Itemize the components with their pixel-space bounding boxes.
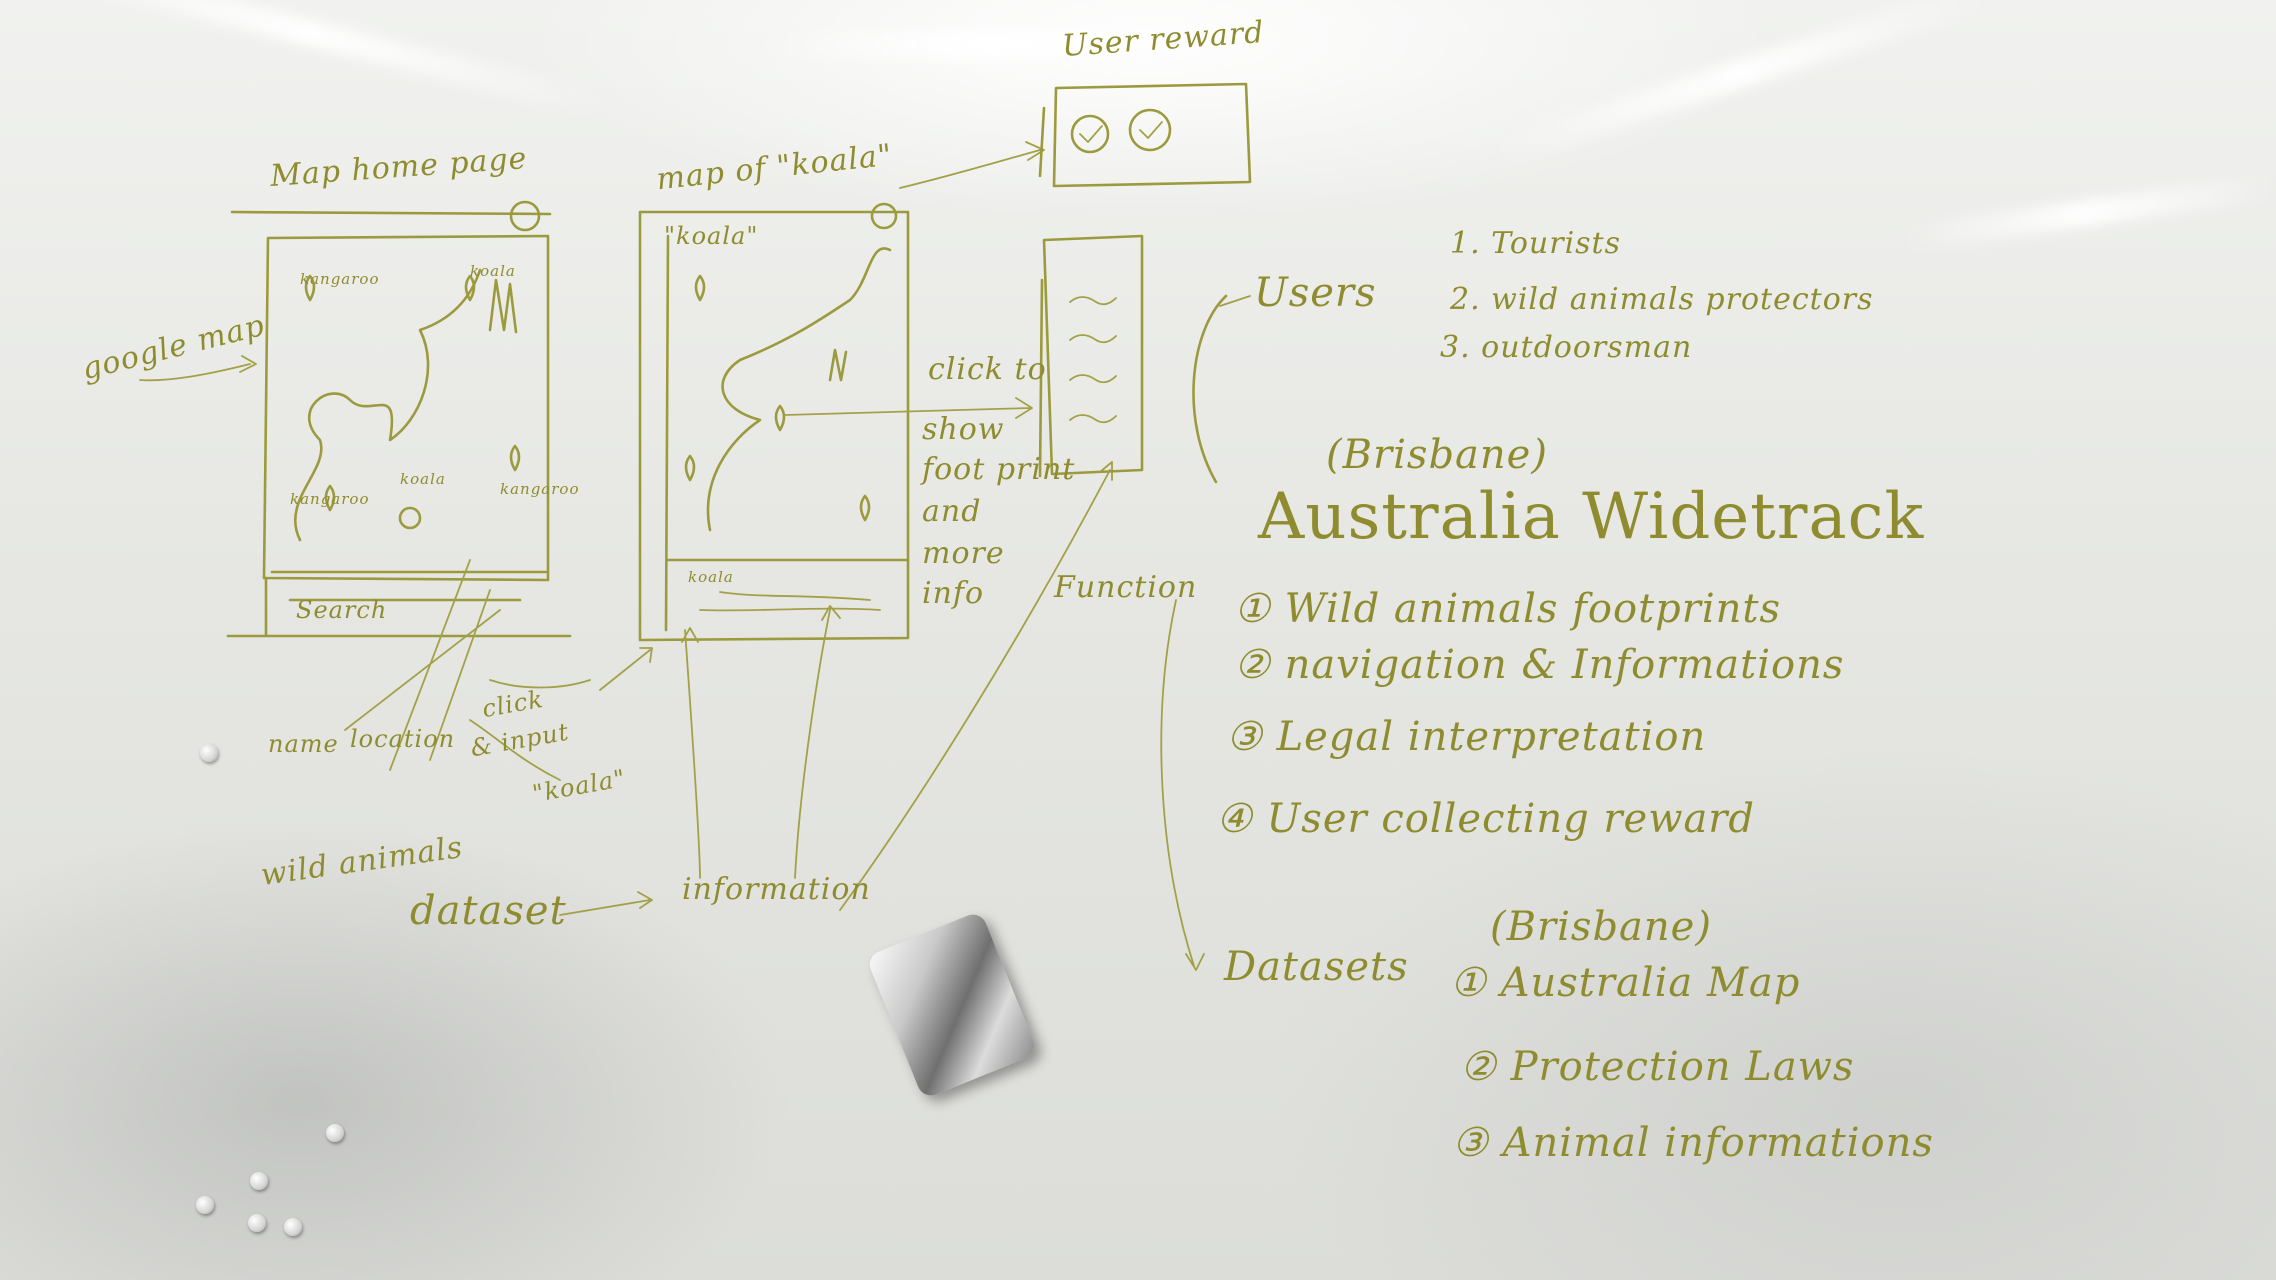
info-arrow-up bbox=[681, 627, 701, 879]
footprint-marks bbox=[488, 278, 518, 334]
function-label: Function bbox=[1054, 570, 1198, 605]
map-pin-label: kangaroo bbox=[500, 480, 580, 498]
users-heading: Users bbox=[1254, 270, 1377, 316]
function-phone-edge bbox=[1038, 278, 1044, 478]
ceiling-light-glare bbox=[760, 30, 1220, 60]
note-line: click to bbox=[928, 352, 1047, 387]
list-item-marks bbox=[1069, 296, 1117, 424]
map-pin-icon bbox=[509, 444, 521, 472]
magnet[interactable] bbox=[284, 1218, 302, 1236]
annotation-curves bbox=[469, 679, 591, 781]
magnet[interactable] bbox=[326, 1124, 344, 1142]
note-line: foot print bbox=[922, 452, 1076, 487]
badge-icon bbox=[1070, 114, 1110, 154]
function-item: ② navigation & Informations bbox=[1234, 642, 1845, 688]
function-item: ③ Legal interpretation bbox=[1226, 714, 1707, 760]
koala-search-value: "koala" bbox=[664, 222, 759, 250]
note-name: name bbox=[268, 730, 339, 758]
koala-frame-inner bbox=[664, 234, 670, 632]
search-label: Search bbox=[296, 596, 388, 624]
note-line: show bbox=[922, 412, 1005, 447]
note-line: more bbox=[922, 536, 1005, 571]
profile-icon bbox=[870, 202, 898, 230]
profile-icon bbox=[509, 200, 541, 232]
home-frame-base bbox=[226, 576, 572, 638]
dataset-item: ② Protection Laws bbox=[1460, 1044, 1855, 1090]
reward-box-edge bbox=[1038, 106, 1046, 178]
map-pin-icon bbox=[774, 404, 786, 432]
function-item: ① Wild animals footprints bbox=[1234, 586, 1782, 632]
users-arrow bbox=[1219, 295, 1251, 307]
users-item: 2. wild animals protectors bbox=[1450, 282, 1874, 317]
map-pin-icon bbox=[304, 274, 316, 302]
info-arrow-up-2 bbox=[794, 605, 841, 879]
koala-list-lines bbox=[699, 591, 881, 612]
reward-box bbox=[1052, 82, 1252, 188]
dataset-item: ① Australia Map bbox=[1450, 960, 1801, 1006]
user-location-icon bbox=[398, 506, 422, 530]
users-item: 3. outdoorsman bbox=[1440, 330, 1693, 365]
datasets-heading: Datasets bbox=[1224, 944, 1409, 990]
map-pin-icon bbox=[694, 274, 706, 302]
magnet[interactable] bbox=[248, 1214, 266, 1232]
map-pin-icon bbox=[464, 274, 476, 302]
dataset-note: dataset bbox=[410, 888, 567, 934]
map-pin-label: koala bbox=[470, 262, 516, 280]
home-frame-top-line bbox=[230, 210, 552, 216]
show-footprint-arrow bbox=[784, 397, 1033, 419]
map-pin-icon bbox=[859, 494, 871, 522]
footprint-marks bbox=[828, 348, 848, 382]
note-line: info bbox=[922, 576, 985, 611]
note-line: and bbox=[922, 494, 982, 529]
datasets-subtitle: (Brisbane) bbox=[1490, 904, 1712, 950]
map-pin-icon bbox=[684, 454, 696, 482]
coastline-sketch bbox=[293, 268, 482, 542]
map-pin-label: kangaroo bbox=[290, 490, 370, 508]
dataset-arrow bbox=[559, 891, 653, 916]
annotation-lines bbox=[344, 559, 501, 771]
map-pin-label: kangaroo bbox=[300, 270, 380, 288]
badge-icon bbox=[1128, 108, 1172, 152]
datasets-arrow bbox=[1160, 599, 1205, 971]
home-phone-frame bbox=[262, 234, 550, 582]
click-arrow bbox=[599, 647, 653, 691]
information-label: information bbox=[682, 872, 871, 907]
magnet[interactable] bbox=[250, 1172, 268, 1190]
map-pin-label: koala bbox=[400, 470, 446, 488]
dataset-item: ③ Animal informations bbox=[1452, 1120, 1934, 1166]
project-subtitle: (Brisbane) bbox=[1326, 432, 1548, 478]
koala-coastline-sketch bbox=[706, 247, 892, 532]
koala-list-label: koala bbox=[688, 568, 734, 586]
users-item: 1. Tourists bbox=[1450, 226, 1622, 261]
google-map-arrow bbox=[139, 355, 257, 382]
koala-phone-frame bbox=[638, 210, 910, 642]
function-item: ④ User collecting reward bbox=[1216, 796, 1756, 842]
reward-arrow bbox=[899, 141, 1045, 189]
magnet[interactable] bbox=[200, 744, 218, 762]
note-location: location bbox=[350, 725, 456, 753]
magnet[interactable] bbox=[196, 1196, 214, 1214]
project-title: Australia Widetrack bbox=[1258, 480, 1925, 554]
function-arrow bbox=[839, 461, 1113, 911]
users-brace bbox=[1192, 294, 1228, 484]
check-marks bbox=[1079, 121, 1163, 143]
map-pin-icon bbox=[324, 484, 336, 512]
search-bar-sketch bbox=[270, 570, 548, 602]
function-phone-frame bbox=[1042, 234, 1144, 476]
